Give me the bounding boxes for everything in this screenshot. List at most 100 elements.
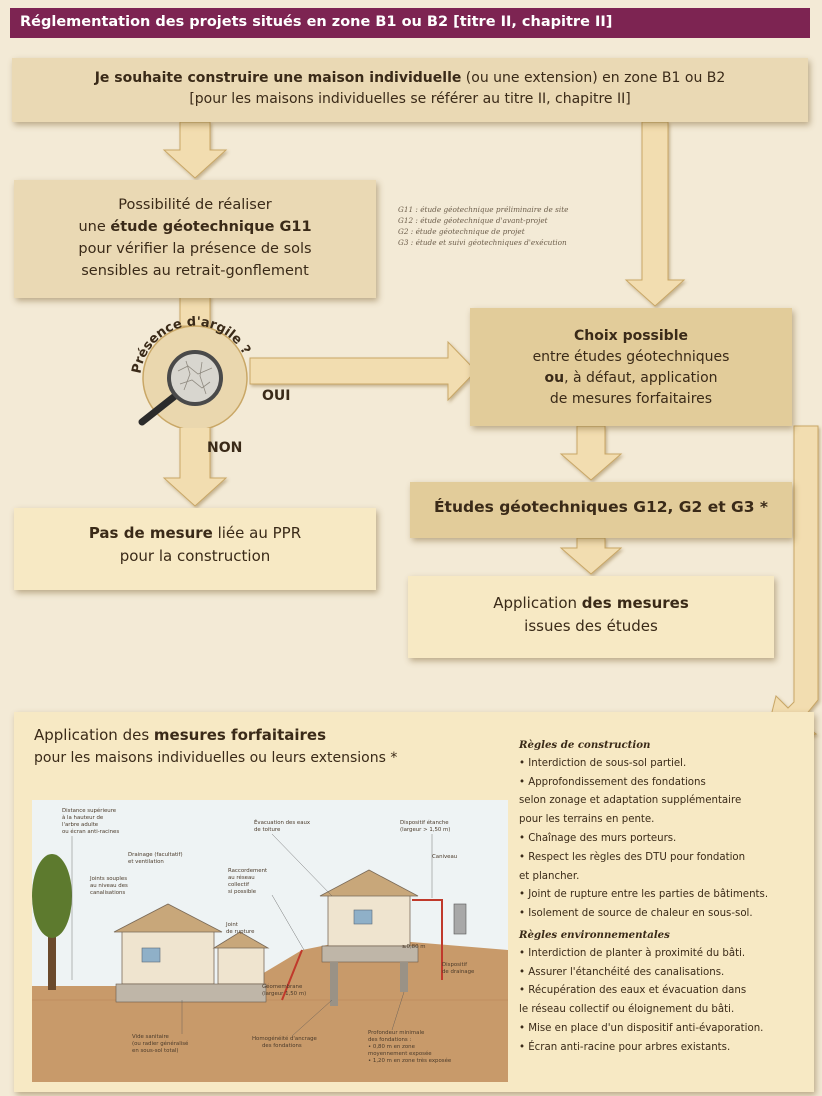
svg-text:Profondeur minimale: Profondeur minimale xyxy=(368,1030,425,1036)
g11-line2-pre: une xyxy=(78,219,111,235)
choice-or: ou xyxy=(544,370,565,386)
svg-text:• 1,20 m en zone très exposée: • 1,20 m en zone très exposée xyxy=(368,1057,452,1064)
construction-rule: • Respect les règles des DTU pour fondat… xyxy=(519,851,746,863)
svg-text:de rupture: de rupture xyxy=(226,929,255,935)
svg-text:en sous-sol total): en sous-sol total) xyxy=(132,1048,178,1054)
construction-rule: pour les terrains en pente. xyxy=(519,814,655,826)
svg-text:• 0,80 m en zone: • 0,80 m en zone xyxy=(368,1044,416,1050)
no-measure-line2: pour la construction xyxy=(119,547,271,565)
studies-box: Études géotechniques G12, G2 et G3 * xyxy=(410,482,792,538)
svg-text:des fondations: des fondations xyxy=(262,1043,302,1049)
choice-box: Choix possible entre études géotechnique… xyxy=(470,308,792,426)
arrow-non xyxy=(162,419,228,507)
svg-text:canalisations: canalisations xyxy=(90,890,125,896)
apply-studies-box: Application des mesures issues des étude… xyxy=(408,576,774,658)
env-rule: • Interdiction de planter à proximité du… xyxy=(519,947,746,959)
panel-title: Application des mesures forfaitaires xyxy=(34,726,327,744)
env-rule: • Assurer l'étanchéité des canalisations… xyxy=(519,966,725,978)
no-label: NON xyxy=(207,440,243,456)
svg-text:collectif: collectif xyxy=(228,882,249,888)
svg-text:au niveau des: au niveau des xyxy=(90,883,128,889)
study-legend: G11 : étude géotechnique préliminaire de… xyxy=(398,204,618,248)
g11-line4: sensibles au retrait-gonflement xyxy=(81,263,309,279)
arrow-top-to-choice xyxy=(624,121,686,307)
page-title: Réglementation des projets situés en zon… xyxy=(10,8,810,38)
svg-text:des fondations :: des fondations : xyxy=(368,1037,411,1043)
g11-box: Possibilité de réaliser une étude géotec… xyxy=(14,180,376,298)
stem-g11-decision xyxy=(179,295,211,327)
arrow-top-to-g11 xyxy=(162,121,228,179)
svg-text:à la hauteur de: à la hauteur de xyxy=(62,814,104,821)
svg-text:Raccordement: Raccordement xyxy=(228,868,267,874)
env-rule: • Récupération des eaux et évacuation da… xyxy=(519,985,747,997)
magnifier-handle xyxy=(138,392,179,426)
yes-label: OUI xyxy=(262,388,291,404)
legend-g2: G2 : étude géotechnique de projet xyxy=(398,227,525,236)
g11-line3: pour vérifier la présence de sols xyxy=(78,241,312,257)
legend-g3: G3 : étude et suivi géotechniques d'exéc… xyxy=(398,238,567,247)
svg-text:Homogénéité d'ancrage: Homogénéité d'ancrage xyxy=(252,1035,318,1042)
left-house xyxy=(121,929,215,985)
svg-text:l'arbre adulte: l'arbre adulte xyxy=(62,822,99,828)
env-rule: le réseau collectif ou éloignement du bâ… xyxy=(519,1004,735,1016)
construction-rule: selon zonage et adaptation supplémentair… xyxy=(519,795,742,807)
house-illustration: Distance supérieure à la hauteur de l'ar… xyxy=(32,800,508,1082)
magnifier-icon xyxy=(167,350,223,406)
intent-box: Je souhaite construire une maison indivi… xyxy=(12,58,808,122)
env-rule: • Mise en place d'un dispositif anti-éva… xyxy=(519,1022,764,1034)
svg-text:de drainage: de drainage xyxy=(442,969,475,975)
svg-text:de toiture: de toiture xyxy=(254,827,281,833)
rules-list: Règles de construction • Interdiction de… xyxy=(519,736,819,1058)
intent-bold: Je souhaite construire une maison indivi… xyxy=(94,70,462,86)
arrow-choice-to-studies xyxy=(559,425,623,481)
svg-text:au réseau: au réseau xyxy=(228,874,255,881)
svg-text:moyennement exposée: moyennement exposée xyxy=(368,1050,432,1057)
intent-line2: [pour les maisons individuelles se référ… xyxy=(189,91,631,107)
construction-rules-title: Règles de construction xyxy=(519,739,651,751)
env-rules-title: Règles environnementales xyxy=(519,928,670,941)
svg-text:Dispositif étanche: Dispositif étanche xyxy=(400,819,449,826)
construction-rule: • Approfondissement des fondations xyxy=(519,776,706,788)
apply-line2: issues des études xyxy=(524,617,658,635)
svg-text:Dispositif: Dispositif xyxy=(442,962,467,968)
construction-rule: • Isolement de source de chaleur en sous… xyxy=(519,908,753,920)
clay-decision-badge: Présence d'argile ? xyxy=(129,316,253,428)
legend-g12: G12 : étude géotechnique d'avant-projet xyxy=(398,216,548,225)
construction-rule: et plancher. xyxy=(519,870,580,882)
svg-text:Évacuation des eaux: Évacuation des eaux xyxy=(254,818,311,826)
svg-text:Géomembrane: Géomembrane xyxy=(262,983,303,990)
g11-line2-bold: étude géotechnique G11 xyxy=(110,219,312,235)
studies-label: Études géotechniques G12, G2 et G3 * xyxy=(433,498,769,516)
no-measure-box: Pas de mesure liée au PPR pour la constr… xyxy=(14,508,376,590)
apply-bold: des mesures xyxy=(581,594,689,612)
svg-text:Vide sanitaire: Vide sanitaire xyxy=(132,1034,170,1040)
panel-title-bold: mesures forfaitaires xyxy=(153,726,327,744)
choice-bold: Choix possible xyxy=(574,328,688,344)
construction-rule: • Chaînage des murs porteurs. xyxy=(519,832,677,844)
apply-pre: Application xyxy=(493,594,582,612)
svg-text:≥0,80 m: ≥0,80 m xyxy=(402,944,425,950)
svg-text:et ventilation: et ventilation xyxy=(128,859,164,865)
construction-rule: • Joint de rupture entre les parties de … xyxy=(519,889,769,901)
svg-text:ou écran anti-racines: ou écran anti-racines xyxy=(62,828,119,835)
svg-text:Drainage (facultatif): Drainage (facultatif) xyxy=(128,852,183,858)
env-rule: • Écran anti-racine pour arbres existant… xyxy=(519,1041,731,1053)
svg-text:(ou radier généralisé: (ou radier généralisé xyxy=(132,1040,189,1047)
svg-text:Joint: Joint xyxy=(225,922,238,928)
svg-text:Distance supérieure: Distance supérieure xyxy=(62,807,117,814)
g11-line1: Possibilité de réaliser xyxy=(118,197,272,213)
intent-rest: (ou une extension) en zone B1 ou B2 xyxy=(461,70,726,86)
choice-line3-rest: , à défaut, application xyxy=(564,370,718,386)
svg-text:(largeur > 1,50 m): (largeur > 1,50 m) xyxy=(400,827,450,833)
no-measure-bold: Pas de mesure xyxy=(88,524,213,542)
flat-rate-measures-panel: Application des mesures forfaitaires pou… xyxy=(14,712,814,1092)
ground xyxy=(32,938,508,1082)
choice-line2: entre études géotechniques xyxy=(532,349,730,365)
svg-text:Joints souples: Joints souples xyxy=(89,876,127,882)
choice-line4: de mesures forfaitaires xyxy=(549,391,713,407)
svg-text:Caniveau: Caniveau xyxy=(432,854,457,860)
panel-subtitle: pour les maisons individuelles ou leurs … xyxy=(34,750,398,766)
tree-trunk xyxy=(48,920,56,990)
